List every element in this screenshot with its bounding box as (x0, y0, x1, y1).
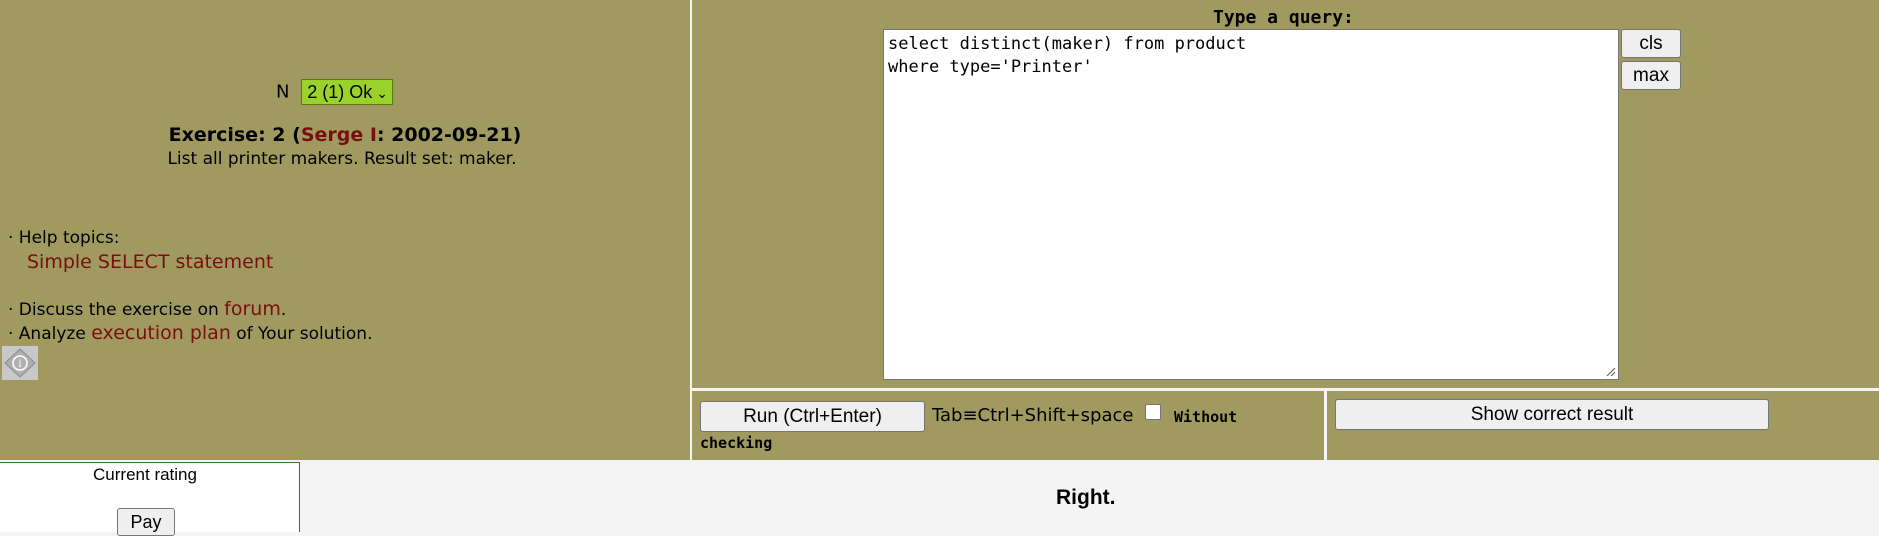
exercise-title-suffix: : 2002-09-21) (376, 124, 522, 146)
exercise-number-label: N (276, 81, 290, 103)
analyze-text-end: of Your solution. (230, 324, 373, 344)
cls-button[interactable]: cls (1621, 29, 1681, 58)
exercise-description: List all printer makers. Result set: mak… (167, 149, 517, 169)
help-topics-label: · Help topics: (8, 228, 120, 248)
svg-text:i: i (18, 359, 21, 370)
author-link[interactable]: Serge I (300, 124, 377, 146)
exercise-panel (0, 0, 690, 460)
execution-plan-link[interactable]: execution plan (91, 322, 231, 344)
exercise-select-value: 2 (1) Ok (307, 82, 373, 102)
analyze-line: · Analyze execution plan of Your solutio… (8, 322, 372, 344)
analyze-text: · Analyze (8, 324, 92, 344)
without-checking-checkbox[interactable] (1145, 404, 1161, 420)
info-icon[interactable]: i (2, 346, 38, 380)
exercise-title-prefix: Exercise: 2 ( (168, 124, 301, 146)
run-button[interactable]: Run (Ctrl+Enter) (700, 401, 925, 432)
query-label: Type a query: (1213, 7, 1354, 28)
current-rating-label: Current rating (93, 465, 197, 484)
query-text[interactable]: select distinct(maker) from product wher… (888, 34, 1247, 77)
help-topic-link[interactable]: Simple SELECT statement (27, 251, 274, 273)
checking-label: checking (700, 434, 773, 452)
result-message: Right. (1056, 486, 1116, 509)
resize-grip-icon[interactable] (1604, 365, 1616, 377)
exercise-selector-row: N 2 (1) Ok⌄ (276, 79, 393, 105)
discuss-text: · Discuss the exercise on (8, 300, 225, 320)
max-button[interactable]: max (1621, 61, 1681, 90)
exercise-select[interactable]: 2 (1) Ok⌄ (301, 79, 393, 105)
forum-link[interactable]: forum (224, 298, 281, 320)
chevron-down-icon: ⌄ (376, 85, 388, 101)
discuss-line: · Discuss the exercise on forum. (8, 298, 286, 320)
without-checking-label: Without (1174, 408, 1238, 426)
show-correct-result-button[interactable]: Show correct result (1335, 399, 1769, 430)
discuss-text-end: . (280, 300, 287, 320)
tab-shortcut-hint: Tab≡Ctrl+Shift+space (932, 405, 1134, 426)
pay-button[interactable]: Pay (117, 508, 175, 536)
query-textarea[interactable]: select distinct(maker) from product wher… (883, 29, 1619, 380)
exercise-title: Exercise: 2 (Serge I: 2002-09-21) (0, 124, 690, 146)
